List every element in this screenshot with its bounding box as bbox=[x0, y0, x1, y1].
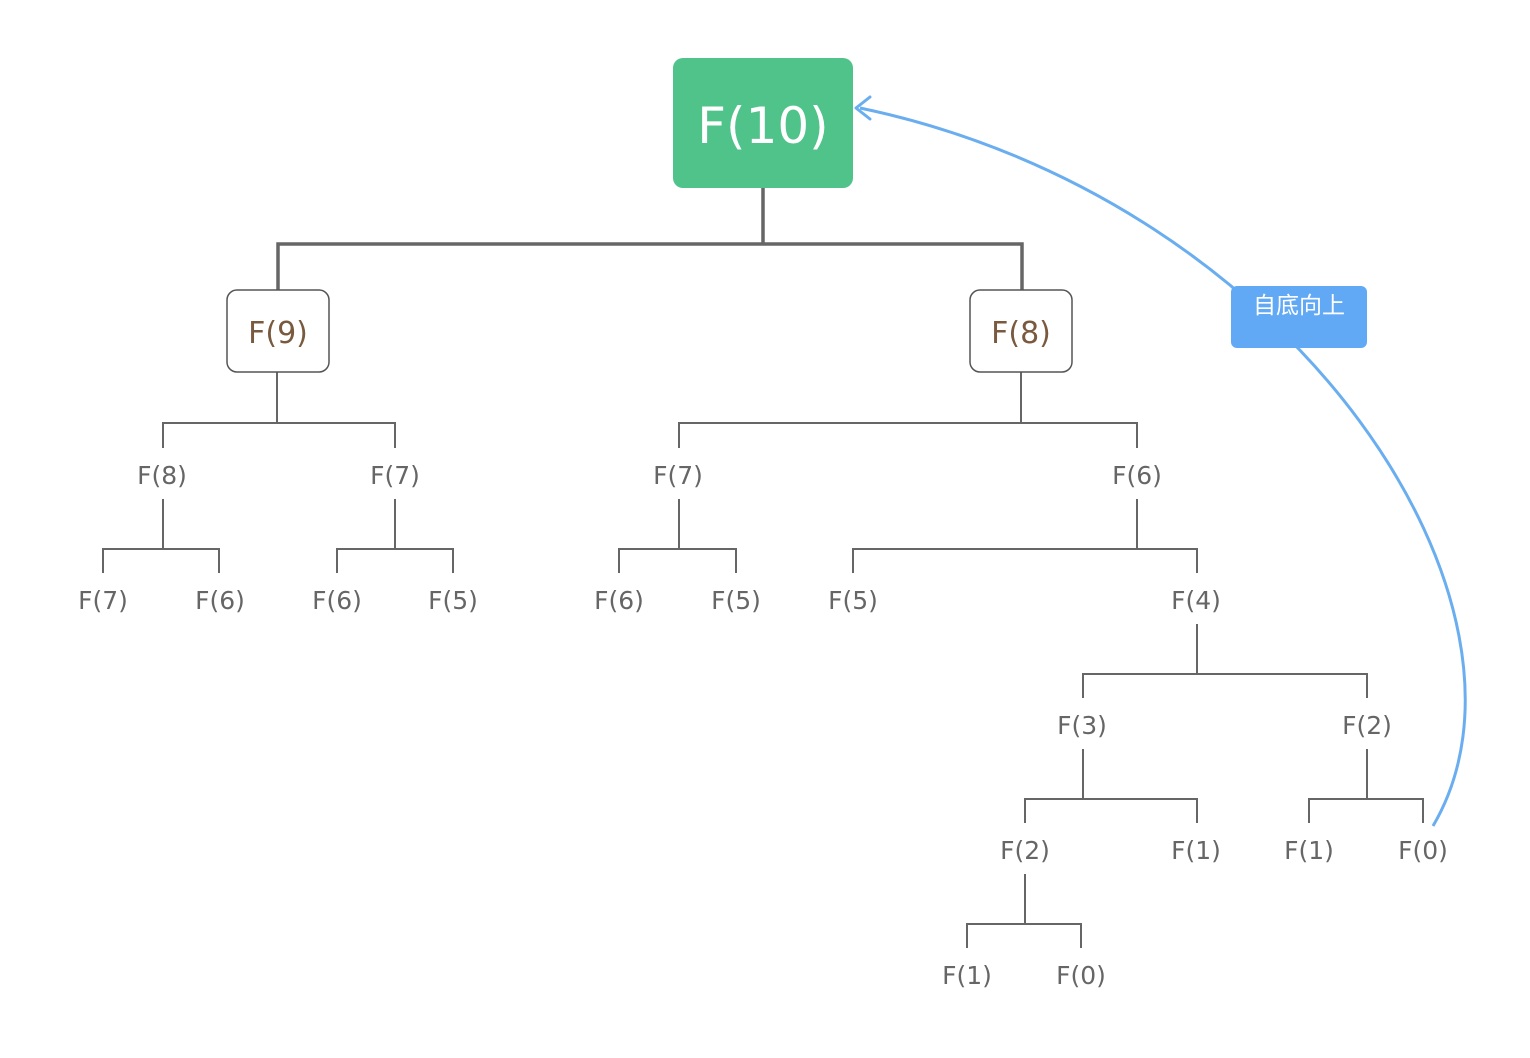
bottom-up-arrow bbox=[859, 106, 1467, 827]
tree-connector bbox=[1082, 624, 1368, 698]
node-label: F(1) bbox=[942, 961, 992, 990]
tree-connector bbox=[1308, 749, 1424, 823]
root-node-box bbox=[673, 58, 853, 188]
node-label: F(7) bbox=[78, 586, 128, 615]
tree-connector bbox=[276, 186, 1024, 292]
arrow-head-icon bbox=[854, 95, 872, 121]
node-box-f8 bbox=[969, 289, 1073, 373]
tree-connectors bbox=[102, 186, 1424, 948]
node-label-f8: F(8) bbox=[991, 316, 1051, 351]
tree-connector bbox=[678, 371, 1138, 448]
root-node-label: F(10) bbox=[697, 97, 828, 155]
node-label: F(2) bbox=[1342, 711, 1392, 740]
node-label: F(8) bbox=[137, 461, 187, 490]
tree-connector bbox=[1024, 749, 1198, 823]
node-label: F(1) bbox=[1171, 836, 1221, 865]
tree-connector bbox=[102, 499, 220, 573]
tree-node-labels: F(8) F(7) F(7) F(6) F(6) F(5) F(7) F(6) … bbox=[78, 461, 1448, 990]
node-label: F(4) bbox=[1171, 586, 1221, 615]
tree-connector bbox=[852, 499, 1198, 573]
node-label: F(3) bbox=[1057, 711, 1107, 740]
node-label: F(6) bbox=[594, 586, 644, 615]
node-label: F(6) bbox=[195, 586, 245, 615]
node-label: F(6) bbox=[1112, 461, 1162, 490]
node-label: F(7) bbox=[370, 461, 420, 490]
node-box-f9 bbox=[226, 289, 330, 373]
tree-connector bbox=[162, 371, 396, 448]
node-label: F(2) bbox=[1000, 836, 1050, 865]
node-label: F(6) bbox=[312, 586, 362, 615]
node-label: F(5) bbox=[428, 586, 478, 615]
node-label: F(5) bbox=[711, 586, 761, 615]
node-label: F(0) bbox=[1056, 961, 1106, 990]
tree-connector bbox=[336, 499, 454, 573]
node-label-f9: F(9) bbox=[248, 316, 308, 351]
node-label: F(7) bbox=[653, 461, 703, 490]
tree-connector bbox=[618, 499, 737, 573]
node-label: F(5) bbox=[828, 586, 878, 615]
tree-connector bbox=[966, 874, 1082, 948]
node-label: F(0) bbox=[1398, 836, 1448, 865]
bottom-up-badge bbox=[1231, 286, 1367, 348]
bottom-up-badge-label: 自底向上 bbox=[1253, 293, 1345, 319]
node-label: F(1) bbox=[1284, 836, 1334, 865]
